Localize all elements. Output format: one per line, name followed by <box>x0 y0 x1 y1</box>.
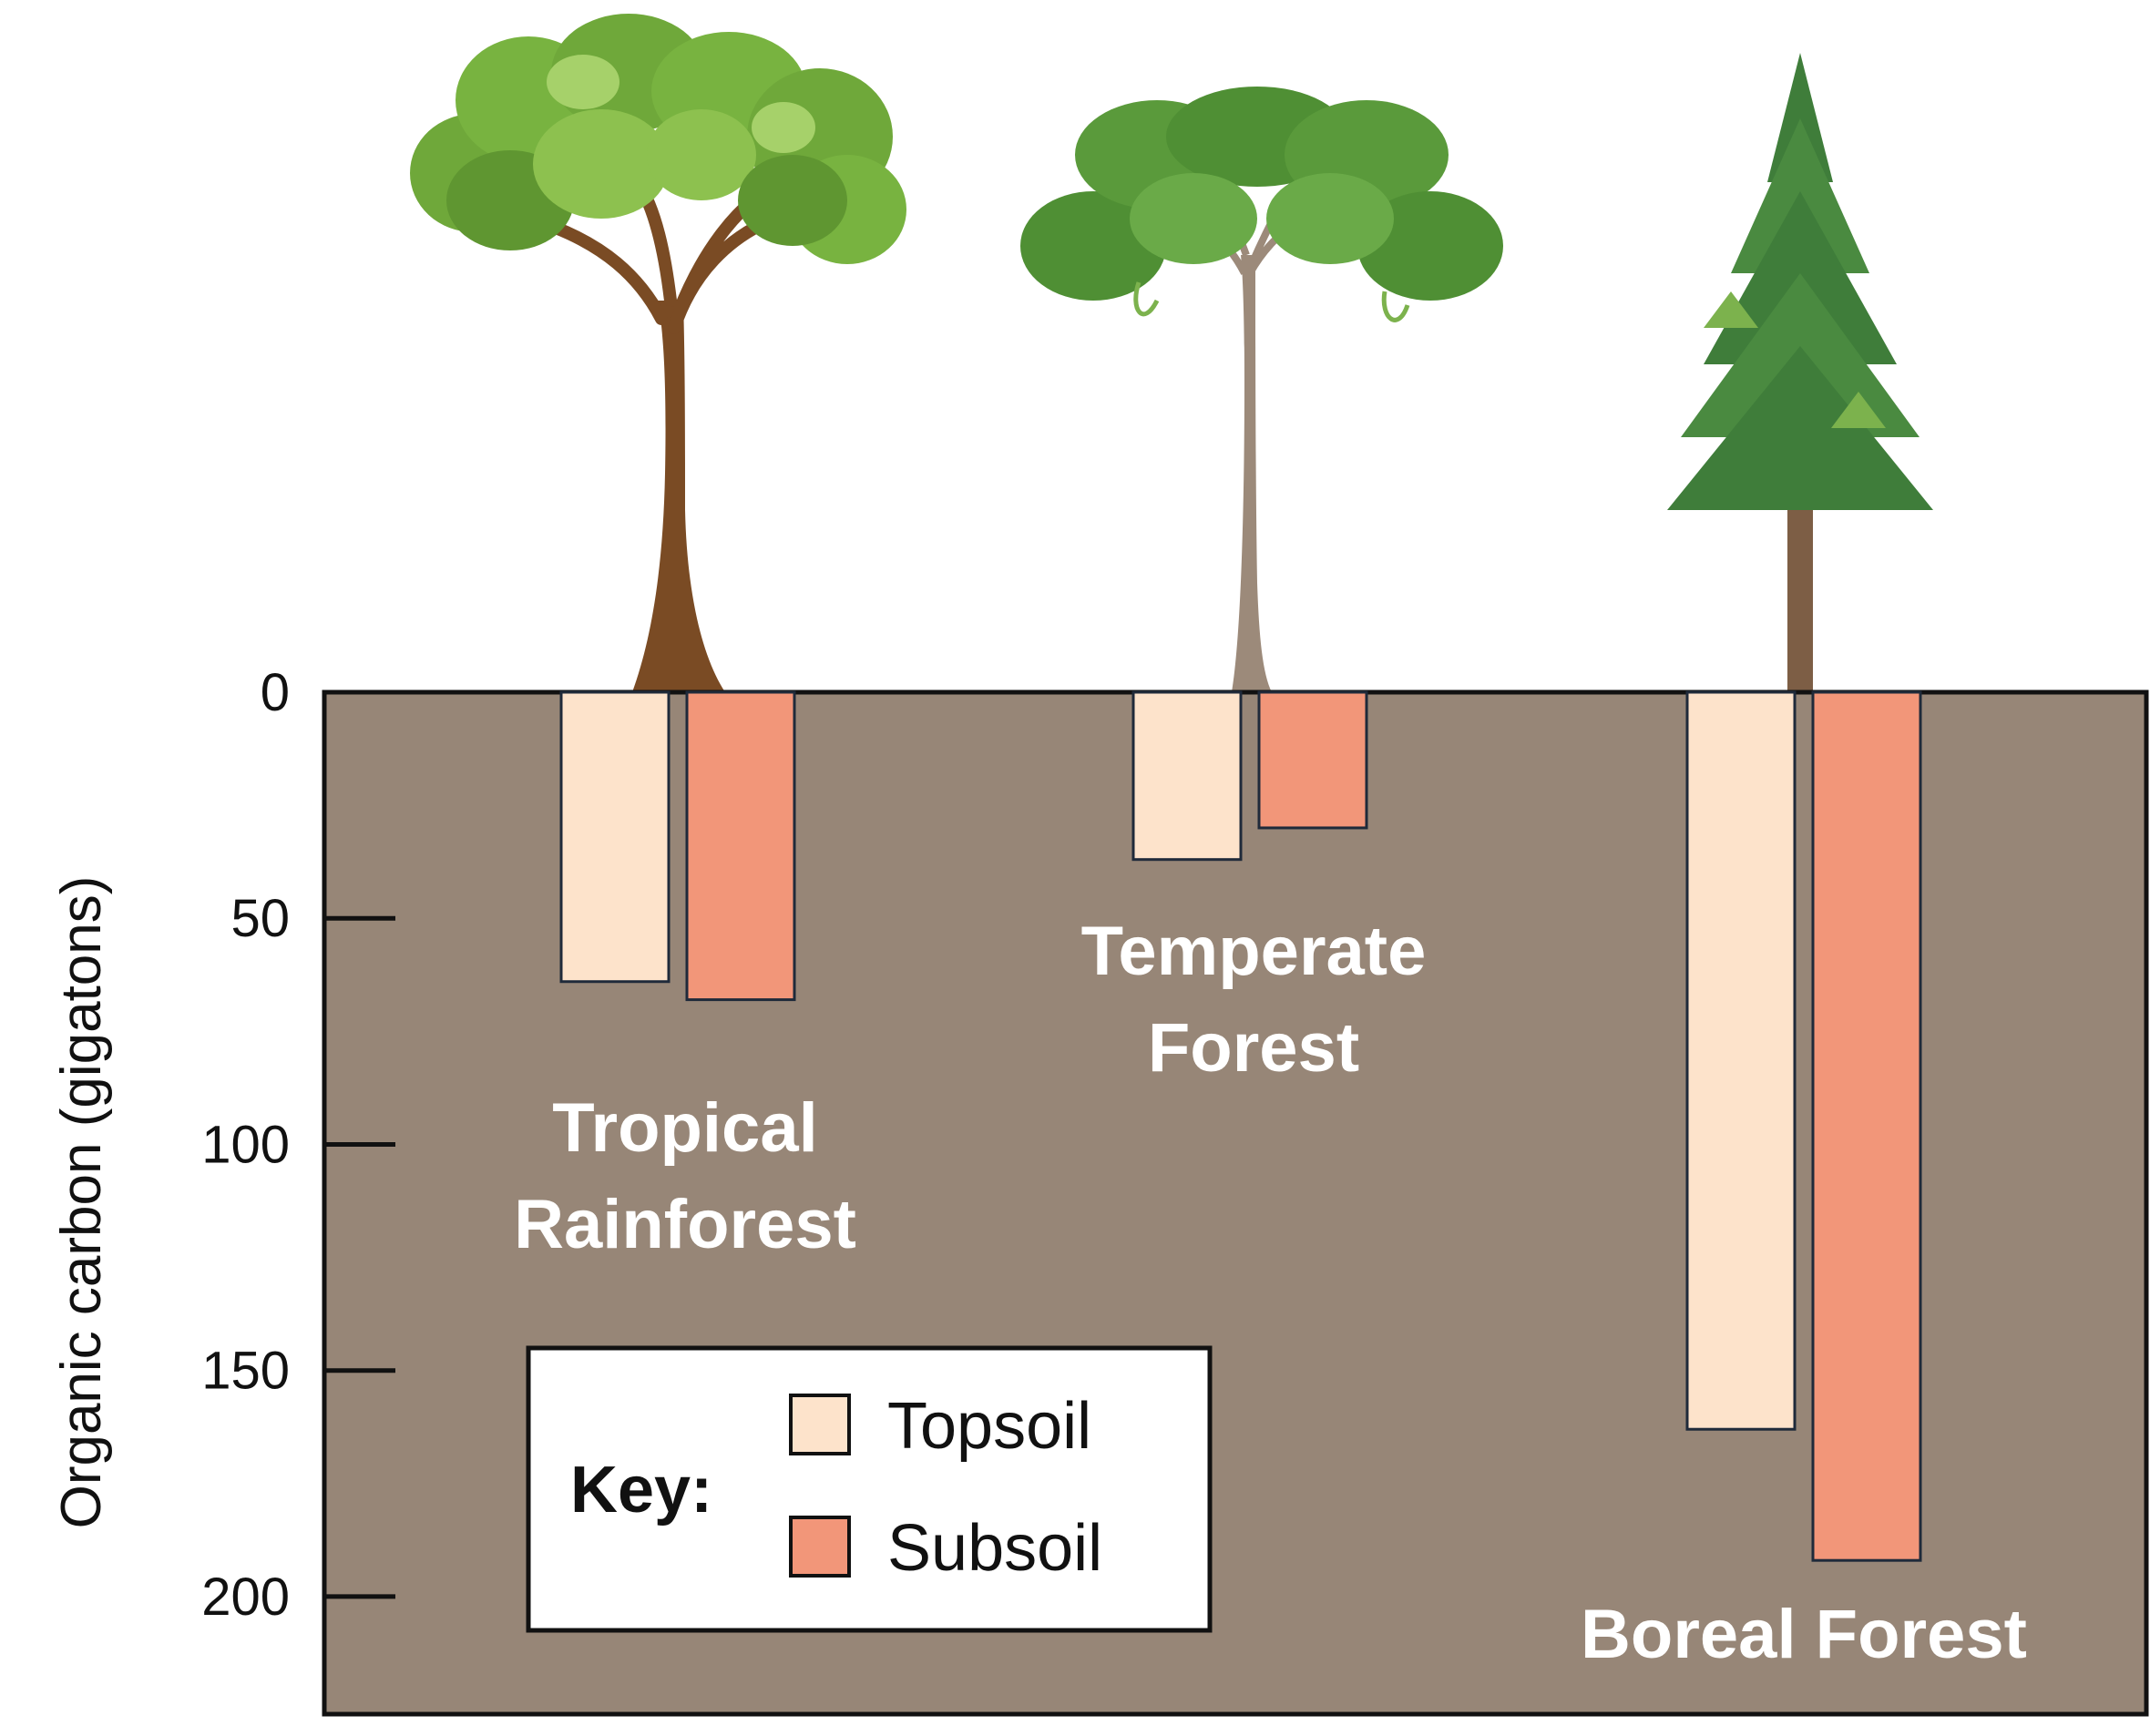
bar-subsoil-2 <box>1257 690 1368 830</box>
canopy-tree-icon <box>1020 87 1503 692</box>
y-tick-label: 50 <box>230 889 290 948</box>
legend-swatch-topsoil <box>789 1394 851 1455</box>
category-label-line: Tropical <box>552 1089 817 1167</box>
y-tick-label: 100 <box>201 1115 290 1174</box>
y-axis: 0 50 100 150 200 <box>201 663 395 1627</box>
category-label-line: Rainforest <box>514 1186 856 1263</box>
legend-swatch-subsoil <box>789 1516 851 1578</box>
bar-topsoil-2 <box>1131 690 1243 862</box>
category-label-line: Boreal Forest <box>1581 1596 2027 1673</box>
bar-subsoil-1 <box>685 690 796 1002</box>
legend: Key: Topsoil Subsoil <box>526 1345 1213 1633</box>
y-tick-label: 150 <box>201 1342 290 1401</box>
legend-box <box>526 1345 1213 1633</box>
legend-label-topsoil: Topsoil <box>887 1390 1091 1463</box>
bar-topsoil-3 <box>1685 690 1797 1431</box>
conifer-tree-icon <box>1667 53 1933 694</box>
y-axis-title: Organic carbon (gigatons) <box>50 876 113 1529</box>
category-label-line: Temperate <box>1081 913 1427 990</box>
bars-layer <box>559 690 1922 1562</box>
y-tick-label: 200 <box>201 1568 290 1627</box>
bar-topsoil-1 <box>559 690 671 984</box>
legend-label-subsoil: Subsoil <box>887 1512 1102 1585</box>
category-label-line: Forest <box>1148 1009 1359 1087</box>
y-tick-label: 0 <box>261 663 290 722</box>
bar-subsoil-3 <box>1811 690 1922 1562</box>
broadleaf-tree-icon <box>410 14 906 692</box>
legend-title: Key: <box>570 1454 712 1527</box>
